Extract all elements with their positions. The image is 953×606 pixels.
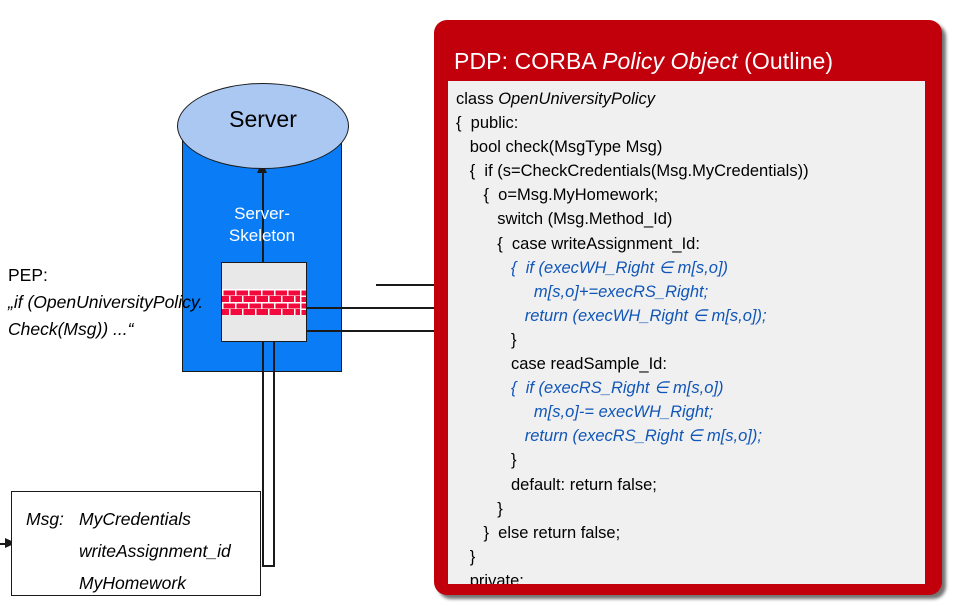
code-identifier: OpenUniversityPolicy [498,90,655,108]
server-skeleton-label-line1: Server- [234,204,290,223]
msg-label: Msg: [26,509,64,529]
pdp-title: PDP: CORBA Policy Object (Outline) [454,48,833,75]
msg-value-object: MyHomework [79,573,186,593]
server-skeleton-label: Server- Skeleton [182,203,342,247]
code-line: return (execWH_Right ∈ m[s,o]); [456,306,767,325]
pdp-code-block: class OpenUniversityPolicy { public: bool… [448,81,925,584]
code-line: } [456,451,517,470]
msg-value-method: writeAssignment_id [79,541,231,561]
code-line: { if (s=CheckCredentials(Msg.MyCredentia… [456,162,809,181]
code-line: } [456,330,517,349]
code-line: m[s,o]+=execRS_Right; [456,282,709,301]
brick-wall-pattern [222,289,306,315]
code-line: switch (Msg.Method_Id) [456,210,673,229]
code-line: { public: [456,114,519,133]
pep-quote-line1: „if (OpenUniversityPolicy. [8,292,204,312]
pdp-title-prefix: PDP: CORBA [454,48,603,74]
pdp-title-suffix: (Outline) [737,48,834,74]
pdp-panel: PDP: CORBA Policy Object (Outline) class… [434,20,942,595]
pep-firewall-icon [221,262,307,342]
message-flow-vertical-line [262,171,264,566]
code-line: class OpenUniversityPolicy [456,87,925,111]
pdp-title-italic: Policy Object [602,48,738,74]
pep-pdp-connector-cap-top [376,284,474,286]
msg-value-credentials: MyCredentials [79,509,191,529]
pep-quote-line2: Check(Msg)) ...“ [8,319,134,339]
code-line: { if (execRS_Right ∈ m[s,o]) [456,379,724,398]
pep-pdp-connector-top [262,307,474,309]
server-ellipse: Server [177,83,349,169]
code-line: { if (execWH_Right ∈ m[s,o]) [456,258,729,277]
code-line: { o=Msg.MyHomework; [456,186,659,205]
code-line: { case writeAssignment_Id: [456,234,700,253]
code-line: private: [456,571,524,584]
msg-inbound-arrow-head [5,538,16,548]
code-line: default: return false; [456,475,657,494]
code-line: } [456,499,503,518]
code-line: return (execRS_Right ∈ m[s,o]); [456,427,762,446]
msg-box: Msg: MyCredentials writeAssignment_id My… [11,491,261,596]
server-skeleton-label-line2: Skeleton [228,226,296,245]
server-label: Server [229,106,297,132]
code-line: } [456,547,476,566]
pep-pdp-connector-bottom [262,330,474,332]
msg-connector-horizontal [262,565,275,567]
code-line: bool check(MsgType Msg) [456,138,663,157]
msg-connector-vertical [273,284,275,566]
pep-label: PEP: [8,265,48,285]
pep-annotation: PEP: „if (OpenUniversityPolicy. Check(Ms… [8,262,203,343]
code-line: case readSample_Id: [456,355,667,374]
code-line: m[s,o]-= execWH_Right; [456,403,714,422]
brick-row-offset [222,308,300,315]
brick-row-offset [222,295,300,302]
code-keyword: class [456,90,499,108]
code-line: } else return false; [456,523,621,542]
